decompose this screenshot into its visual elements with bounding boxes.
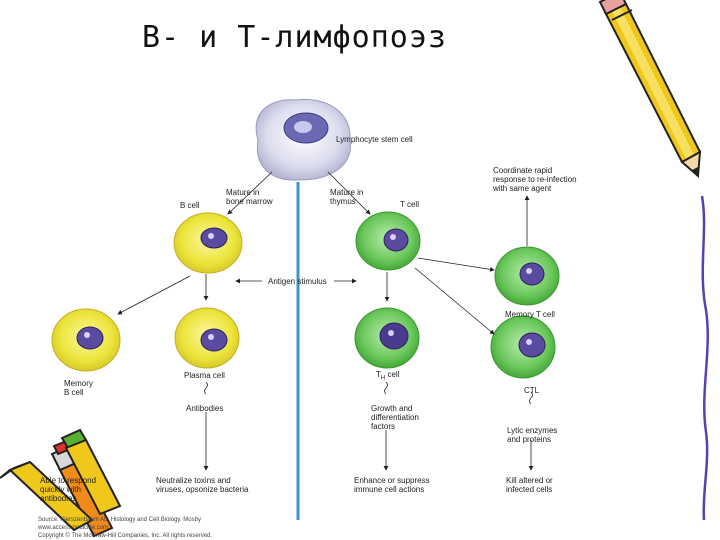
stem-cell-label: Lymphocyte stem cell <box>336 135 413 144</box>
mature-thymus-label: Mature in thymus <box>330 188 364 206</box>
t-cell-label: T cell <box>400 200 419 209</box>
memory-t-cell <box>494 246 560 306</box>
footer-copyright: Copyright © The McGraw-Hill Companies, I… <box>38 533 213 539</box>
footer-url: www.accessmedicine.com <box>38 525 109 531</box>
enhance-label: Enhance or suppress immune cell actions <box>354 476 430 494</box>
memory-b-outcome-label: Able to respond quickly with antibodies <box>40 476 97 503</box>
th-cell-label-main: T <box>376 370 381 379</box>
connector-arrows <box>117 171 534 471</box>
coordinate-response-label: Coordinate rapid response to re-infectio… <box>493 166 577 193</box>
antigen-stimulus-label: Antigen stimulus <box>268 277 327 286</box>
th-cell <box>354 307 420 369</box>
decorative-border-line <box>700 195 709 521</box>
ctl-cell <box>490 315 556 379</box>
th-cell-label-tail: cell <box>385 370 400 379</box>
pencil-decoration-icon <box>598 0 702 179</box>
memory-b-cell-label: Memory B cell <box>64 379 93 397</box>
growth-factors-label: Growth and differentiation factors <box>371 404 419 431</box>
slide-title: B- и T-лимфопоэз <box>142 20 447 55</box>
lytic-enzymes-label: Lytic enzymes and proteins <box>507 426 558 444</box>
footer-source: Source: Kierszenbaum AL: Histology and C… <box>38 517 201 523</box>
th-cell-label-sub: H <box>380 375 386 382</box>
plasma-cell <box>174 307 240 369</box>
th-cell-label: TH cell <box>376 370 399 384</box>
t-cell <box>355 211 421 271</box>
ctl-label: CTL <box>524 386 540 395</box>
neutralize-label: Neutralize toxins and viruses, opsonize … <box>156 476 249 494</box>
plasma-cell-label: Plasma cell <box>184 371 225 380</box>
antibodies-label: Antibodies <box>186 404 224 413</box>
mature-bone-marrow-label: Mature in bone marrow <box>226 188 273 206</box>
stem-cell <box>255 98 351 181</box>
b-cell <box>173 212 243 274</box>
kill-label: Kill altered or infected cells <box>506 476 553 494</box>
memory-t-cell-label: Memory T cell <box>505 310 555 319</box>
memory-b-cell <box>51 308 121 372</box>
secretion-squiggles <box>204 381 533 405</box>
b-cell-label: B cell <box>180 201 200 210</box>
pencils-decoration-icon <box>0 428 122 538</box>
